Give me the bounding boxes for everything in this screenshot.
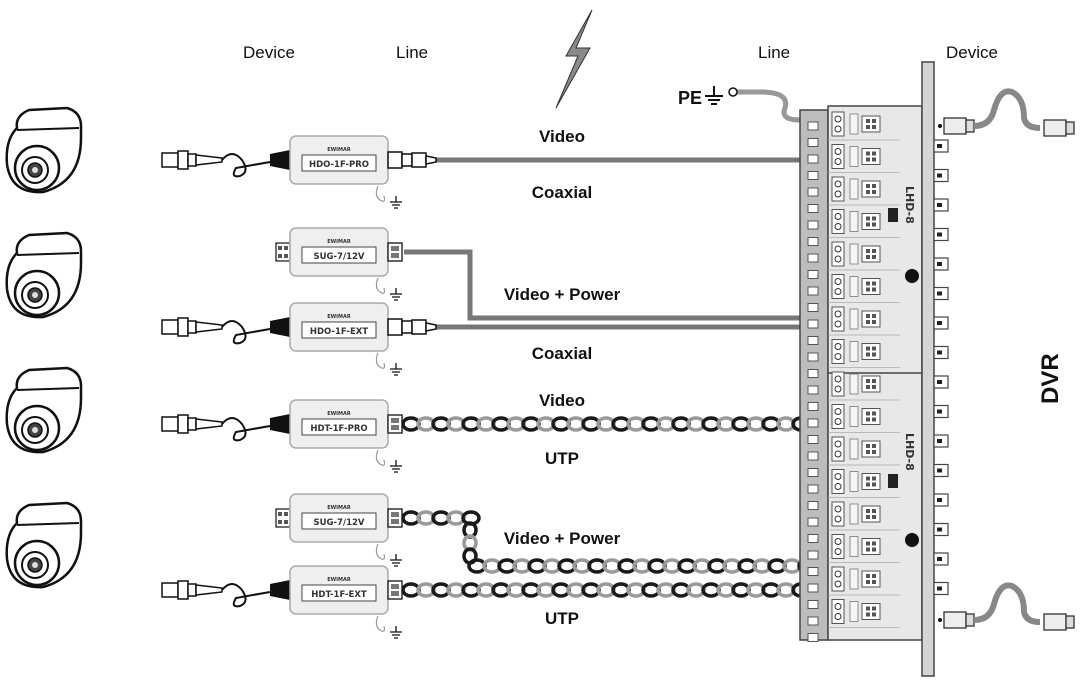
ground-icon-3 <box>389 362 403 376</box>
svg-text:EWIMAR: EWIMAR <box>327 505 351 511</box>
device-label-3: HDO-1F-EXT <box>310 327 368 337</box>
pe-label: PE <box>678 88 702 108</box>
ground-knob-bottom <box>905 533 919 547</box>
pe-wire <box>736 89 812 123</box>
device-row-3: EWIMAR HDO-1F-EXT <box>161 302 437 376</box>
svg-text:EWIMAR: EWIMAR <box>327 411 351 417</box>
camera-icon-1 <box>5 106 83 194</box>
line-label-video-1: Video <box>539 127 585 146</box>
device-row-1: EWIMAR HDO-1F-PRO <box>161 135 437 209</box>
patch-cable-top <box>938 88 1075 137</box>
device-label-5: SUG-7/12V <box>314 518 365 528</box>
ground-icon-5 <box>389 553 403 567</box>
lhd8-panel: LHD-8 LHD-8 <box>799 61 949 677</box>
device-row-2: EWIMAR SUG-7/12V <box>275 227 403 301</box>
patch-cable-bottom <box>938 582 1075 631</box>
header-device-right: Device <box>946 43 998 62</box>
ground-icon-2 <box>389 287 403 301</box>
line-label-utp-1: UTP <box>545 449 579 468</box>
device-row-6: EWIMAR HDT-1F-EXT <box>161 565 403 639</box>
header-line-right: Line <box>758 43 790 62</box>
device-label-1: HDO-1F-PRO <box>309 160 369 170</box>
header-device-left: Device <box>243 43 295 62</box>
ground-icon-6 <box>389 625 403 639</box>
svg-text:EWIMAR: EWIMAR <box>327 239 351 245</box>
utp-line-2 <box>401 582 856 598</box>
header-line-left: Line <box>396 43 428 62</box>
svg-text:EWIMAR: EWIMAR <box>327 147 351 153</box>
lhd8-label-top: LHD-8 <box>903 186 916 224</box>
camera-icon-3 <box>5 366 83 454</box>
utp-line-1 <box>401 416 856 432</box>
device-label-6: HDT-1F-EXT <box>311 590 367 600</box>
device-row-4: EWIMAR HDT-1F-PRO <box>161 399 403 473</box>
video-power-line-2 <box>401 510 817 574</box>
line-label-utp-2: UTP <box>545 609 579 628</box>
video-power-line-1 <box>404 249 810 321</box>
line-label-video-power-2: Video + Power <box>504 529 621 548</box>
ground-icon-1 <box>389 195 403 209</box>
line-label-video-power-1: Video + Power <box>504 285 621 304</box>
camera-icon-2 <box>5 231 83 319</box>
svg-text:EWIMAR: EWIMAR <box>327 314 351 320</box>
pe-ground-icon <box>705 86 723 105</box>
device-label-4: HDT-1F-PRO <box>310 424 367 434</box>
lightning-icon <box>555 9 593 109</box>
device-label-2: SUG-7/12V <box>314 252 365 262</box>
svg-text:EWIMAR: EWIMAR <box>327 577 351 583</box>
line-label-coaxial-1: Coaxial <box>532 183 592 202</box>
dvr-label: DVR <box>1037 353 1064 404</box>
line-label-video-2: Video <box>539 391 585 410</box>
line-label-coaxial-2: Coaxial <box>532 344 592 363</box>
device-row-5: EWIMAR SUG-7/12V <box>275 493 403 567</box>
camera-icon-4 <box>5 501 83 589</box>
ground-knob-top <box>905 269 919 283</box>
ground-icon-4 <box>389 459 403 473</box>
lhd8-label-bottom: LHD-8 <box>903 433 916 471</box>
